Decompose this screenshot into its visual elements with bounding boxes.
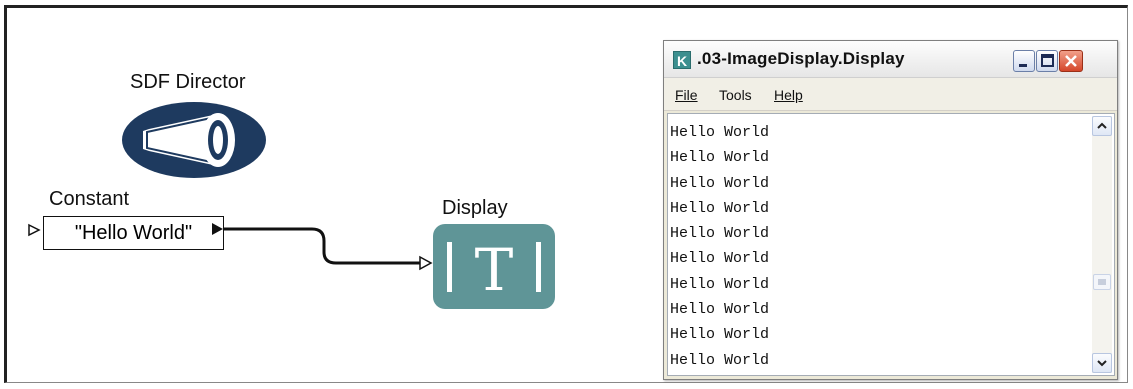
scroll-up-button[interactable] — [1092, 116, 1112, 136]
constant-input-port — [28, 223, 41, 237]
window-titlebar[interactable]: K .03-ImageDisplay.Display — [664, 41, 1117, 78]
chevron-down-icon — [1097, 360, 1107, 367]
workflow-canvas: SDF Director Constant "Hello World" Disp… — [4, 5, 1128, 383]
display-input-port — [419, 255, 433, 271]
relation-wire — [223, 227, 422, 265]
output-line: Hello World — [670, 199, 770, 217]
megaphone-icon[interactable] — [121, 101, 267, 184]
scrollbar-thumb[interactable] — [1093, 274, 1111, 290]
minimize-button[interactable] — [1013, 50, 1035, 72]
output-line: Hello World — [670, 250, 770, 268]
constant-output-port — [212, 223, 223, 235]
menu-help-label: Help — [774, 87, 803, 103]
menu-file-label: File — [675, 87, 698, 103]
output-line: Hello World — [670, 174, 770, 192]
constant-actor[interactable]: "Hello World" — [43, 216, 224, 250]
output-line: Hello World — [670, 149, 770, 167]
display-glyph: T — [475, 236, 514, 304]
display-label: Display — [442, 197, 508, 219]
maximize-button[interactable] — [1036, 50, 1058, 72]
menu-help[interactable]: Help — [774, 87, 803, 103]
scroll-down-button[interactable] — [1092, 353, 1112, 373]
connection-wires — [28, 223, 433, 271]
menu-file[interactable]: File — [675, 87, 698, 103]
display-actor-icon[interactable]: T — [433, 224, 555, 309]
close-button[interactable] — [1059, 50, 1083, 72]
constant-label: Constant — [49, 188, 130, 210]
vertical-scrollbar[interactable] — [1092, 116, 1112, 373]
window-title: .03-ImageDisplay.Display — [697, 49, 905, 68]
output-line: Hello World — [670, 124, 770, 141]
display-window: K .03-ImageDisplay.Display File Tools He… — [663, 40, 1118, 380]
menu-tools[interactable]: Tools — [719, 87, 752, 103]
output-line: Hello World — [670, 326, 770, 344]
output-line: Hello World — [670, 351, 770, 369]
output-line: Hello World — [670, 275, 770, 293]
output-line: Hello World — [670, 225, 770, 243]
director-label: SDF Director — [130, 71, 246, 93]
output-line: Hello World — [670, 301, 770, 319]
kepler-app-icon: K — [673, 51, 691, 69]
output-text-area[interactable]: Hello World Hello World Hello World Hell… — [667, 113, 1115, 376]
menu-bar: File Tools Help — [664, 78, 1117, 111]
chevron-up-icon — [1097, 122, 1107, 129]
